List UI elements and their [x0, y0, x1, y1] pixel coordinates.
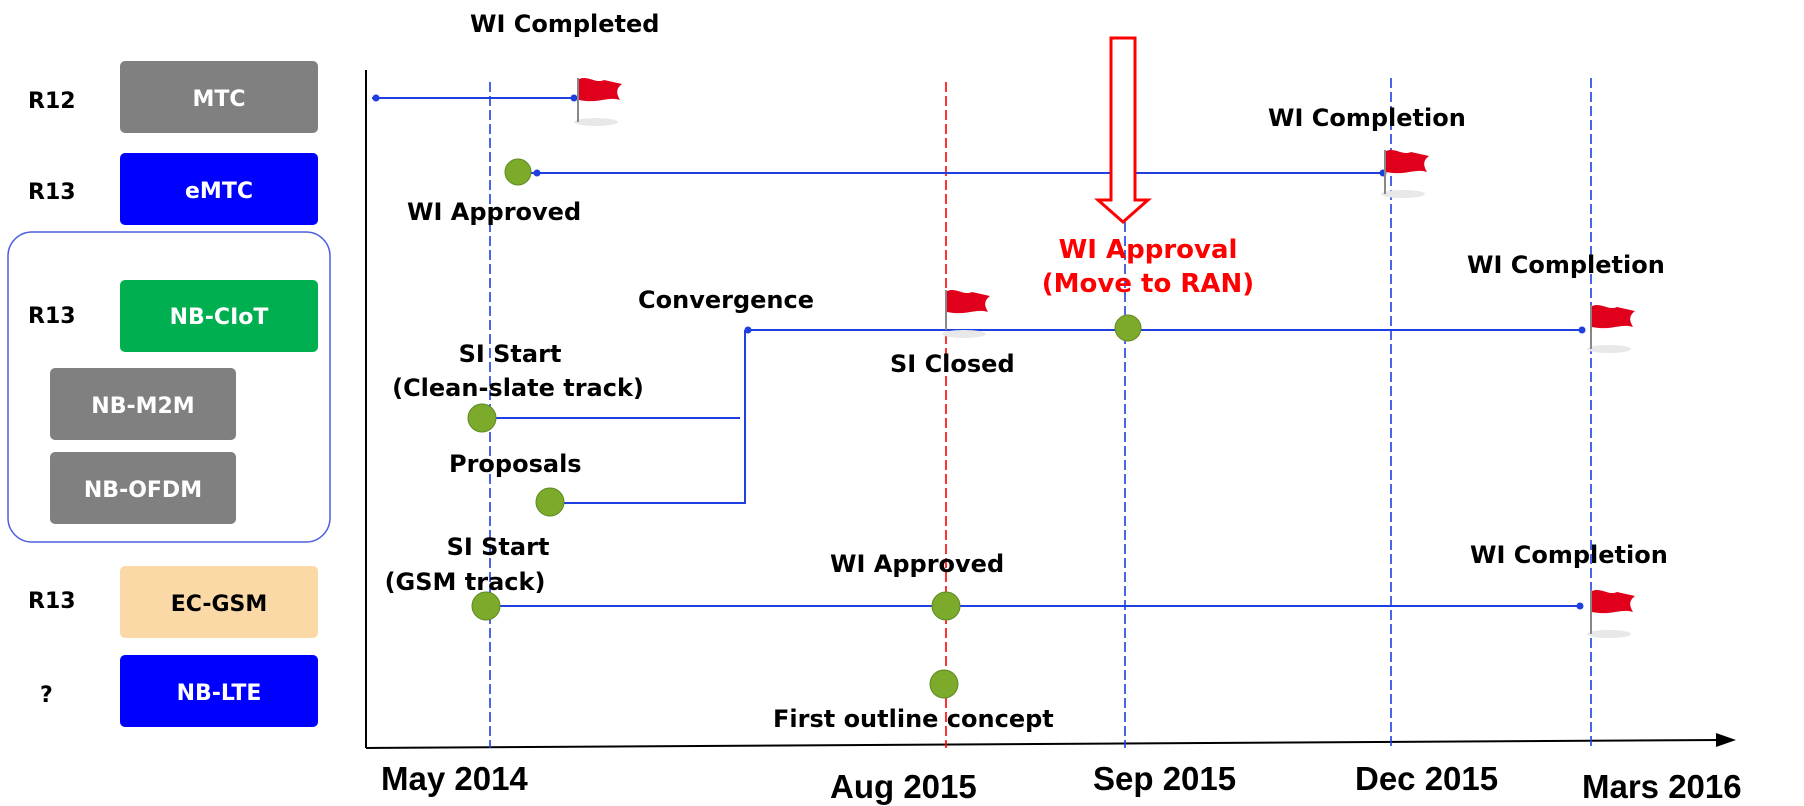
release-label: R13	[28, 180, 76, 205]
axes	[365, 70, 1736, 749]
flag-icon	[1587, 589, 1635, 638]
release-box	[120, 566, 318, 638]
date-label: Mars 2016	[1582, 768, 1742, 805]
date-label: Sep 2015	[1093, 760, 1236, 797]
label-proposals: Proposals	[449, 450, 582, 478]
release-box	[50, 452, 236, 524]
label-si-start-l2: (Clean-slate track)	[392, 374, 644, 402]
release-box	[120, 280, 318, 352]
flags	[574, 77, 1635, 638]
label-si-start-gsm-l1: SI Start	[447, 533, 550, 561]
track-dot	[1578, 326, 1586, 334]
track-dot	[1576, 602, 1584, 610]
release-row-emtc: R13 eMTC	[28, 153, 318, 225]
label-si-start-gsm-l2: (GSM track)	[385, 568, 546, 596]
label-wi-approved-gsm: WI Approved	[830, 550, 1004, 578]
track-dot	[372, 94, 380, 102]
flag-icon	[1381, 149, 1429, 198]
release-row-nb-ciot: R13 NB-CIoT	[28, 280, 318, 352]
track-endpoints	[372, 94, 1586, 610]
milestone-wi-approved-gsm	[931, 591, 961, 621]
release-row-nb-lte: ? NB-LTE	[40, 655, 318, 727]
x-axis-arrowhead	[1716, 733, 1736, 747]
down-arrow-icon	[1094, 36, 1152, 224]
label-wi-completion-emtc: WI Completion	[1268, 104, 1466, 132]
label-wi-approval-l1: WI Approval	[1059, 235, 1238, 265]
label-wi-completion-nb: WI Completion	[1467, 251, 1665, 279]
release-box	[120, 61, 318, 133]
release-label: R13	[28, 589, 76, 614]
release-name: NB-M2M	[91, 394, 194, 419]
flag-icon	[574, 77, 622, 126]
release-row-nb-m2m: NB-M2M	[50, 368, 236, 440]
label-convergence: Convergence	[638, 286, 814, 314]
label-si-closed: SI Closed	[890, 350, 1015, 378]
release-row-nb-ofdm: NB-OFDM	[50, 452, 236, 524]
release-panel: R12 MTC R13 eMTC R13 NB-CIoT NB-M2M NB-O…	[7, 61, 331, 727]
label-wi-approval-l2: (Move to RAN)	[1042, 269, 1254, 299]
release-box	[120, 655, 318, 727]
track-dot	[744, 326, 752, 334]
date-labels: May 2014 Aug 2015 Sep 2015 Dec 2015 Mars…	[381, 760, 1742, 805]
release-row-ec-gsm: R13 EC-GSM	[28, 566, 318, 638]
milestone-si-start-gsm	[471, 591, 501, 621]
track-dot	[533, 169, 541, 177]
milestone-wi-approved-emtc	[504, 158, 532, 186]
milestone-wi-approval-nb	[1114, 314, 1142, 342]
release-name: eMTC	[185, 179, 253, 204]
milestone-first-outline	[929, 669, 959, 699]
release-row-mtc: R12 MTC	[28, 61, 318, 133]
release-name: MTC	[192, 87, 245, 112]
release-box	[50, 368, 236, 440]
milestone-si-start-clean	[467, 403, 497, 433]
track-dot	[570, 94, 578, 102]
release-name: NB-OFDM	[84, 478, 202, 503]
date-label: Dec 2015	[1355, 760, 1498, 797]
date-label: Aug 2015	[830, 768, 977, 805]
label-wi-approved-emtc: WI Approved	[407, 198, 581, 226]
milestones	[467, 158, 1142, 699]
release-name: NB-CIoT	[170, 305, 269, 330]
tracks	[372, 97, 1585, 607]
flag-icon	[942, 289, 990, 338]
release-label: R13	[28, 304, 76, 329]
release-label: R12	[28, 89, 76, 114]
release-box	[120, 153, 318, 225]
label-wi-completion-gsm: WI Completion	[1470, 541, 1668, 569]
milestone-proposals	[535, 487, 565, 517]
label-si-start-l1: SI Start	[459, 340, 562, 368]
release-name: EC-GSM	[171, 592, 268, 617]
release-label: ?	[40, 683, 53, 708]
release-name: NB-LTE	[177, 681, 262, 706]
annotations: WI Completed WI Completion WI Approved W…	[385, 10, 1668, 733]
date-lines	[489, 78, 1592, 748]
nb-group-frame	[7, 231, 331, 543]
x-axis	[365, 739, 1721, 749]
track-proposals	[548, 330, 746, 504]
flag-icon	[1587, 304, 1635, 353]
label-wi-completed: WI Completed	[470, 10, 659, 38]
date-label: May 2014	[381, 760, 528, 797]
label-first-outline: First outline concept	[773, 705, 1054, 733]
